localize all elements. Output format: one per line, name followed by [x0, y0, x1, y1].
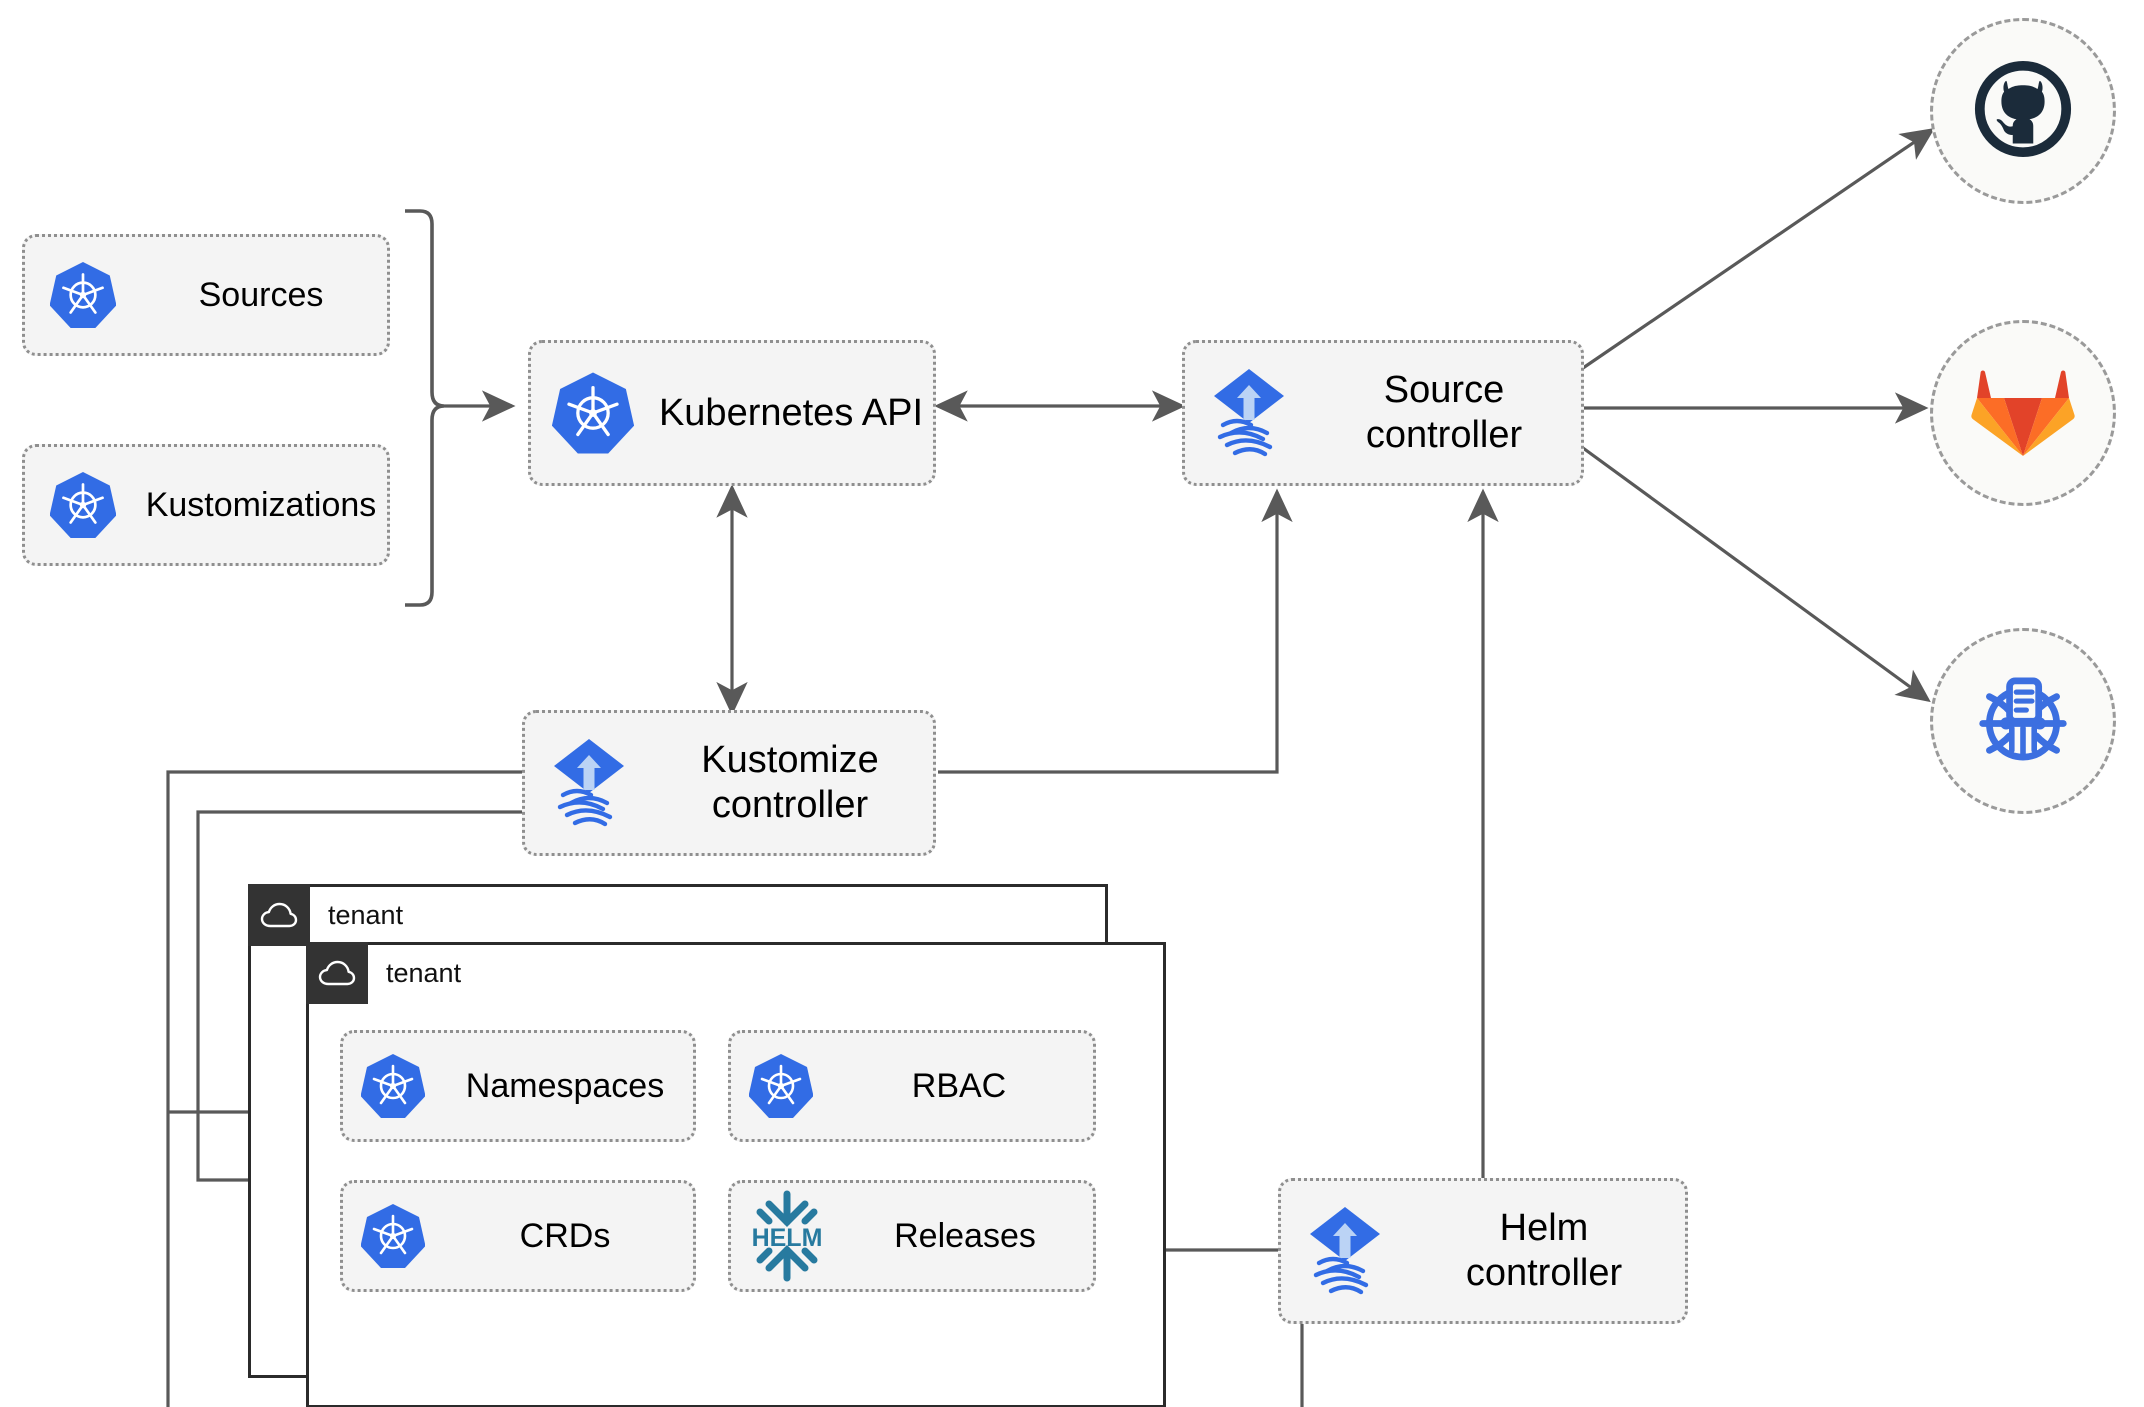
group-brace — [405, 209, 445, 607]
node-kustomizations[interactable]: Kustomizations — [22, 444, 390, 566]
edge-kustomize-to-source — [938, 488, 1293, 774]
node-kustomize-controller[interactable]: Kustomize controller — [522, 710, 936, 856]
node-kubernetes-api[interactable]: Kubernetes API — [528, 340, 936, 486]
gitlab-icon — [1971, 362, 2075, 465]
tenant-inner-label: tenant — [386, 957, 462, 988]
node-sources[interactable]: Sources — [22, 234, 390, 356]
kubernetes-icon — [25, 470, 141, 540]
helm-wordmark: HELM — [752, 1224, 823, 1252]
node-kustomizations-label: Kustomizations — [145, 485, 377, 524]
endpoint-gitlab[interactable] — [1930, 320, 2116, 506]
endpoint-helm-repository[interactable] — [1930, 628, 2116, 814]
flux-icon — [1185, 365, 1313, 461]
flux-icon — [525, 735, 653, 831]
edge-source-github — [1582, 128, 1935, 370]
node-source-controller-label: Source controller — [1365, 369, 1523, 456]
node-releases[interactable]: HELM Releases — [728, 1180, 1096, 1292]
kubernetes-icon — [343, 1202, 443, 1270]
node-releases-label: Releases — [894, 1216, 1036, 1255]
node-sources-label: Sources — [198, 275, 324, 314]
node-rbac-label: RBAC — [911, 1066, 1007, 1105]
node-rbac[interactable]: RBAC — [728, 1030, 1096, 1142]
node-source-controller[interactable]: Source controller — [1182, 340, 1584, 486]
tenant-outer-label: tenant — [328, 899, 404, 930]
github-icon — [1969, 55, 2077, 168]
node-namespaces-label: Namespaces — [465, 1066, 665, 1105]
node-crds[interactable]: CRDs — [340, 1180, 696, 1292]
kubernetes-icon — [343, 1052, 443, 1120]
helm-chart-repository-icon — [1967, 663, 2079, 780]
helm-icon: HELM — [731, 1188, 843, 1284]
node-crds-label: CRDs — [519, 1216, 611, 1255]
kubernetes-icon — [25, 260, 141, 330]
node-helm-controller[interactable]: Helm controller — [1278, 1178, 1688, 1324]
tenant-inner-frame: tenant — [306, 942, 1166, 1407]
kubernetes-icon — [731, 1052, 831, 1120]
cloud-icon — [306, 942, 368, 1004]
node-kubernetes-api-label: Kubernetes API — [658, 391, 924, 434]
node-kustomize-controller-label: Kustomize controller — [701, 739, 879, 826]
edge-source-helmrepo — [1582, 446, 1931, 703]
node-namespaces[interactable]: Namespaces — [340, 1030, 696, 1142]
tenant-outer-header: tenant — [248, 884, 403, 946]
node-helm-controller-label: Helm controller — [1465, 1207, 1623, 1294]
flux-icon — [1281, 1203, 1409, 1299]
tenant-inner-header: tenant — [306, 942, 461, 1004]
endpoint-github[interactable] — [1930, 18, 2116, 204]
kubernetes-icon — [531, 370, 655, 456]
cloud-icon — [248, 884, 310, 946]
